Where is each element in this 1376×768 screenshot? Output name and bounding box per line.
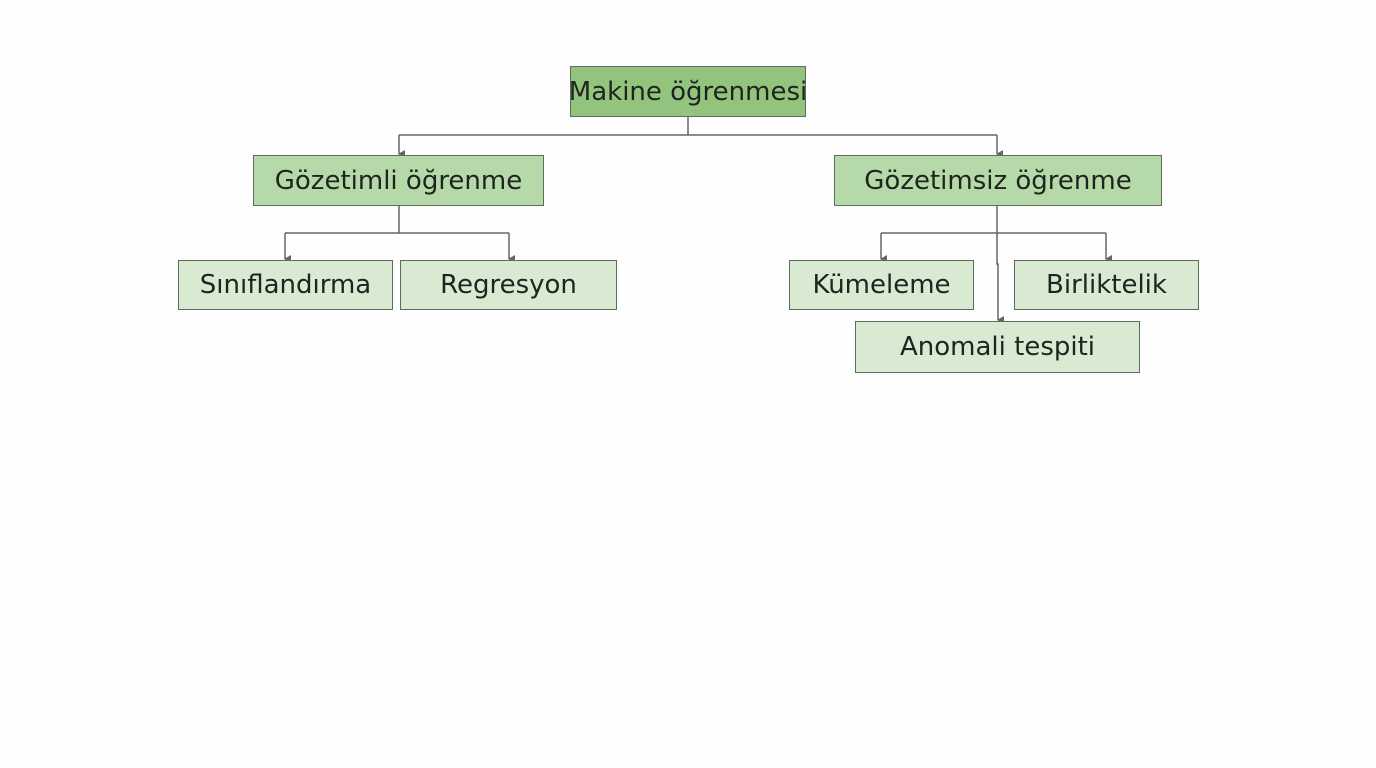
node-label: Anomali tespiti	[899, 332, 1096, 362]
node-label: Sınıflandırma	[199, 270, 372, 300]
node-unsupervised-learning: Gözetimsiz öğrenme	[834, 155, 1162, 206]
node-label: Kümeleme	[812, 270, 951, 300]
node-label: Gözetimli öğrenme	[274, 165, 523, 196]
node-label: Makine öğrenmesi	[568, 76, 808, 107]
node-anomaly-detection: Anomali tespiti	[855, 321, 1140, 373]
node-supervised-learning: Gözetimli öğrenme	[253, 155, 544, 206]
node-regression: Regresyon	[400, 260, 617, 310]
node-classification: Sınıflandırma	[178, 260, 393, 310]
node-label: Birliktelik	[1046, 270, 1167, 300]
connector-to-anomaly	[996, 233, 1004, 324]
node-association: Birliktelik	[1014, 260, 1199, 310]
node-clustering: Kümeleme	[789, 260, 974, 310]
node-machine-learning: Makine öğrenmesi	[568, 66, 808, 117]
node-label: Regresyon	[440, 270, 577, 300]
node-label: Gözetimsiz öğrenme	[864, 165, 1132, 196]
